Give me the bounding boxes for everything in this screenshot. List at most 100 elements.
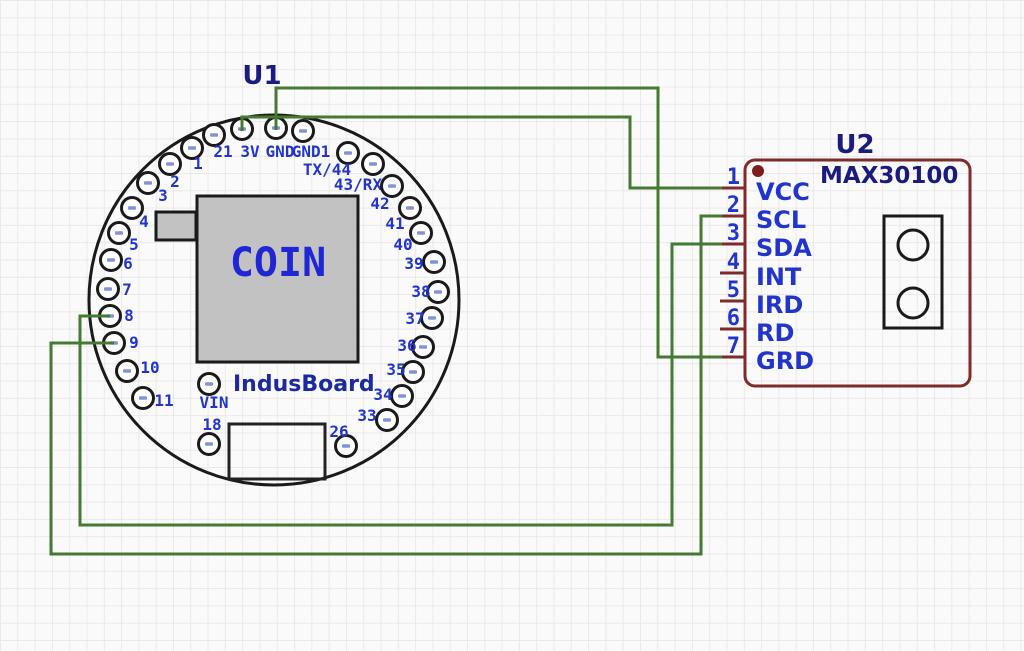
board-pin-36[interactable]: 36 (397, 335, 435, 359)
pin-label: 3V (240, 142, 260, 161)
pin-label: 1 (193, 154, 203, 173)
board-pin-2[interactable]: 2 (158, 152, 182, 192)
board-pin-10[interactable]: 10 (115, 358, 160, 383)
pin-label: 9 (129, 333, 139, 352)
pin-dash (344, 151, 352, 155)
pin-label: 35 (386, 360, 405, 379)
pin1-indicator-dot (752, 165, 764, 177)
board-pin-GND1[interactable]: GND1 (291, 119, 331, 162)
board-refdes: U1 (242, 61, 281, 91)
pin-dash (104, 287, 112, 291)
board-pin-TX/44[interactable]: TX/44 (303, 141, 360, 180)
pin-dash (166, 162, 174, 166)
pin-dash (369, 162, 377, 166)
board-pin-1[interactable]: 1 (180, 136, 204, 174)
wire-gnd-to-grd[interactable] (274, 86, 722, 359)
board-pin-37[interactable]: 37 (405, 306, 444, 330)
sensor-pin-name: SDA (756, 234, 812, 262)
pin-label: 43/RX (334, 175, 383, 194)
sensor-pin-RD[interactable]: 6RD (720, 306, 794, 347)
chip-rect[interactable] (195, 194, 360, 364)
board-pin-4[interactable]: 4 (120, 196, 149, 232)
pin-dash (383, 418, 391, 422)
pin-label: 26 (329, 422, 348, 441)
board-pin-11[interactable]: 11 (131, 386, 174, 411)
pin-label: 3 (158, 186, 168, 205)
pin-label: GND1 (292, 142, 331, 161)
sensor-photodiode-circle (896, 286, 930, 320)
board-pin-42[interactable]: 42 (370, 174, 404, 214)
pin-label: 38 (411, 282, 430, 301)
board-pin-39[interactable]: 39 (404, 250, 446, 274)
pin-label: 37 (405, 309, 424, 328)
pin-label: 18 (202, 415, 221, 434)
pin-dash (107, 258, 115, 262)
board-pin-6[interactable]: 6 (99, 248, 133, 274)
pin-dash (409, 370, 417, 374)
sensor-pin-number: 7 (727, 334, 740, 359)
wire-3v-to-vcc[interactable] (240, 115, 722, 190)
pin-label: 21 (213, 142, 232, 161)
sensor-pin-number: 2 (727, 193, 740, 218)
sensor-pin-number: 4 (727, 250, 740, 275)
sensor-pin-number: 5 (727, 278, 740, 303)
pin-dash (342, 444, 350, 448)
pin-dash (398, 394, 406, 398)
pin-dash (115, 231, 123, 235)
board-pin-7[interactable]: 7 (96, 277, 132, 301)
pin-label: VIN (200, 393, 229, 412)
wire-pin9-to-scl[interactable] (49, 214, 722, 556)
board-pin-3V[interactable]: 3V (230, 117, 261, 162)
pin-dash (205, 442, 213, 446)
pin-dash (299, 129, 307, 133)
sensor-pin-name: SCL (756, 206, 806, 234)
pin-label: 10 (140, 358, 159, 377)
pin-label: 36 (397, 336, 416, 355)
sensor-pin-number: 6 (727, 306, 740, 331)
pin-label: 8 (124, 306, 134, 325)
board-pin-VIN[interactable]: VIN (197, 372, 229, 413)
board-pin-GND[interactable]: GND (264, 116, 295, 162)
pin-dash (417, 231, 425, 235)
pin-label: 4 (139, 212, 149, 231)
sensor-pin-name: GRD (756, 347, 814, 375)
pin-label: 41 (385, 214, 404, 233)
board-outline[interactable] (87, 113, 461, 487)
board-pin-35[interactable]: 35 (386, 360, 425, 384)
pin-label: GND (266, 142, 295, 161)
pin-dash (123, 369, 131, 373)
pin-label: 42 (370, 194, 389, 213)
usb-connector-rect (227, 422, 327, 481)
board-pin-5[interactable]: 5 (107, 221, 139, 255)
pin-dash (210, 133, 218, 137)
sensor-refdes: U2 (835, 130, 874, 160)
pin-label: 34 (373, 385, 392, 404)
board-pin-33[interactable]: 33 (357, 406, 399, 432)
board-pin-38[interactable]: 38 (411, 280, 450, 304)
pin-dash (188, 146, 196, 150)
board-pin-41[interactable]: 41 (385, 196, 422, 234)
board-pin-43/RX[interactable]: 43/RX (334, 152, 385, 195)
wire-pin8-to-sda[interactable] (78, 242, 722, 527)
board-pin-40[interactable]: 40 (393, 221, 433, 255)
pin-label: 6 (123, 254, 133, 273)
sensor-pin-name: INT (756, 263, 802, 291)
board-pin-3[interactable]: 3 (136, 171, 168, 206)
board-pin-26[interactable]: 26 (329, 422, 358, 458)
sensor-pin-name: IRD (756, 291, 803, 319)
board-pin-34[interactable]: 34 (373, 384, 414, 408)
pin-label: 2 (170, 172, 180, 191)
board-pin-21[interactable]: 21 (202, 123, 233, 162)
pin-dash (434, 290, 442, 294)
board-name: IndusBoard (233, 372, 375, 397)
board-pin-18[interactable]: 18 (197, 415, 222, 456)
